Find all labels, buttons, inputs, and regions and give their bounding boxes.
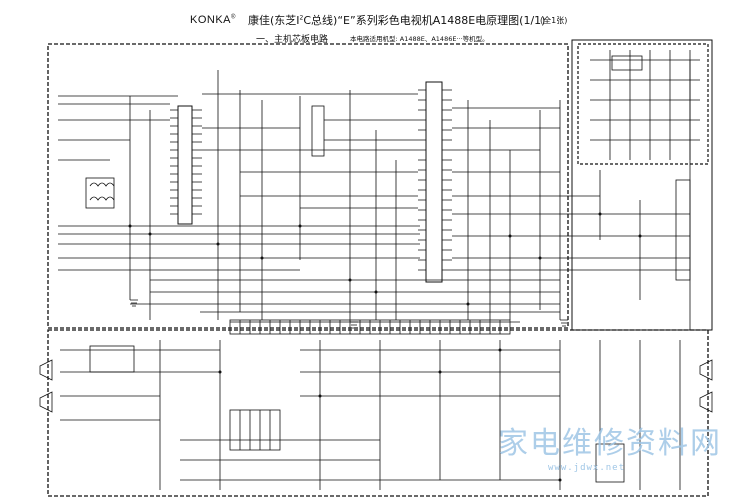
tuner-block [85, 177, 115, 209]
title-superscript: 2 [299, 14, 304, 22]
brand-name: KONKA [190, 14, 232, 26]
ic-power [229, 409, 281, 451]
main-board-outline [47, 43, 569, 329]
applicable-models: 本电路适用机型: A1488E、A1486E···等机型。 [350, 35, 489, 43]
side-connector [675, 179, 691, 281]
crt-board-outline [577, 43, 709, 165]
ic-micro [177, 105, 193, 225]
ic-psu-controller [595, 443, 625, 483]
title-part-2: C总线)“E”系列彩色电视机A1488E电原理图(1/1) [303, 14, 546, 27]
power-board-outline [47, 329, 709, 497]
registered-mark: ® [231, 14, 236, 21]
watermark-text: 家电维修资料网 [498, 426, 722, 461]
watermark-url: www.jdwx.net [548, 463, 626, 473]
section-title: 一、主机芯板电路 [256, 35, 329, 45]
page-title: 康佳(东芝I2C总线)“E”系列彩色电视机A1488E电原理图(1/1) [248, 12, 545, 28]
sheet-note: (全1张) [540, 16, 568, 25]
title-part-1: 康佳(东芝I [248, 14, 300, 27]
ic-memory [311, 105, 325, 157]
right-board-outline [571, 39, 713, 331]
brand-logo: KONKA® [190, 14, 236, 26]
crt-socket [611, 55, 643, 71]
ic-main-jungle [425, 81, 443, 283]
